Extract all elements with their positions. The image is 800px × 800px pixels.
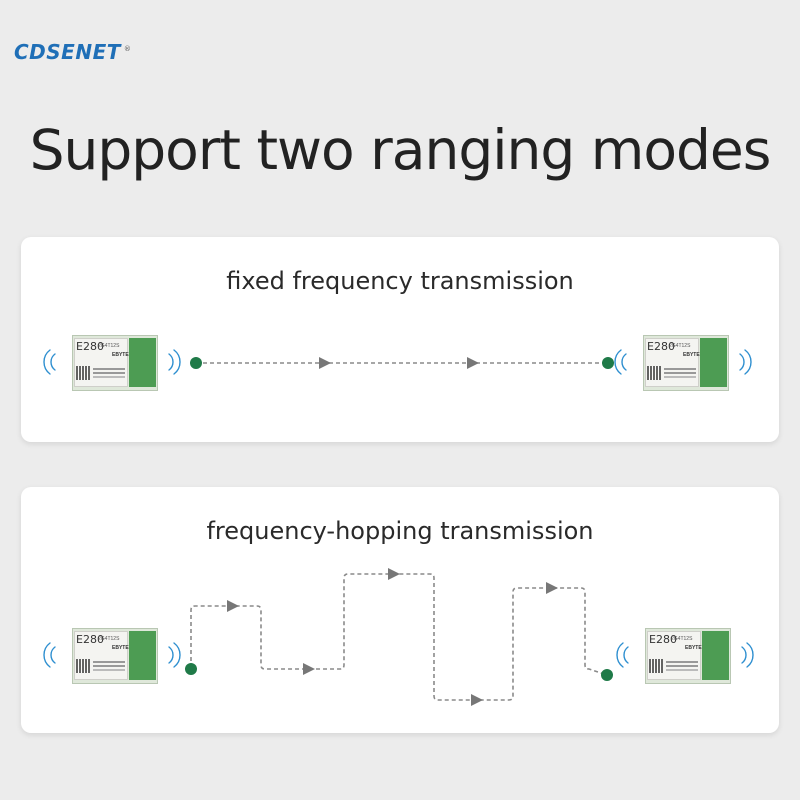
page-title: Support two ranging modes bbox=[29, 118, 772, 182]
registered-mark: ® bbox=[123, 45, 132, 54]
module-model-code: 2G4T12S bbox=[98, 636, 120, 642]
qr-code-icon bbox=[649, 659, 663, 673]
frequency-hopping-card: frequency-hopping transmission E280 2G4T… bbox=[21, 487, 779, 733]
signal-wave-icon bbox=[43, 349, 51, 375]
signal-wave-icon bbox=[168, 353, 174, 371]
module-model: E280 bbox=[76, 340, 104, 353]
arrow-icon bbox=[471, 694, 483, 706]
signal-wave-icon bbox=[623, 646, 629, 664]
module-fine-print bbox=[666, 661, 698, 663]
signal-wave-icon bbox=[43, 642, 51, 668]
module-maker: EBYTE bbox=[683, 352, 700, 358]
arrow-icon bbox=[467, 357, 479, 369]
module-antenna-pcb bbox=[702, 631, 729, 680]
start-node bbox=[185, 663, 197, 675]
end-node bbox=[602, 357, 614, 369]
signal-wave-icon bbox=[744, 349, 752, 375]
qr-code-icon bbox=[76, 366, 90, 380]
signal-wave-icon bbox=[739, 353, 745, 371]
module-model-code: 2G4T12S bbox=[98, 343, 120, 349]
module-maker: EBYTE bbox=[685, 645, 702, 651]
signal-wave-icon bbox=[50, 646, 56, 664]
module-model: E280 bbox=[647, 340, 675, 353]
module-maker: EBYTE bbox=[112, 645, 129, 651]
module-model-code: 2G4T12S bbox=[669, 343, 691, 349]
module-model: E280 bbox=[649, 633, 677, 646]
module-maker: EBYTE bbox=[112, 352, 129, 358]
module-right: E280 2G4T12S EBYTE bbox=[643, 335, 729, 391]
module-fine-print bbox=[93, 368, 125, 370]
signal-wave-icon bbox=[168, 646, 174, 664]
brand-logo: CDSENET® bbox=[14, 40, 131, 64]
frequency-hopping-diagram bbox=[43, 568, 754, 706]
qr-code-icon bbox=[647, 366, 661, 380]
signal-wave-icon bbox=[173, 349, 181, 375]
module-right: E280 2G4T12S EBYTE bbox=[645, 628, 731, 684]
fixed-frequency-card: fixed frequency transmission E280 2G4T12… bbox=[21, 237, 779, 442]
signal-wave-icon bbox=[614, 349, 622, 375]
signal-wave-icon bbox=[621, 353, 627, 371]
arrow-icon bbox=[388, 568, 400, 580]
fixed-frequency-title: fixed frequency transmission bbox=[226, 267, 574, 295]
fixed-frequency-diagram bbox=[43, 349, 752, 375]
module-antenna-pcb bbox=[129, 338, 156, 387]
signal-wave-icon bbox=[173, 642, 181, 668]
module-fine-print bbox=[93, 661, 125, 663]
signal-wave-icon bbox=[50, 353, 56, 371]
module-model: E280 bbox=[76, 633, 104, 646]
arrow-icon bbox=[227, 600, 239, 612]
arrow-icon bbox=[319, 357, 331, 369]
arrow-icon bbox=[303, 663, 315, 675]
signal-wave-icon bbox=[746, 642, 754, 668]
module-antenna-pcb bbox=[700, 338, 727, 387]
brand-name: CDSENET bbox=[14, 40, 121, 64]
module-left: E280 2G4T12S EBYTE bbox=[72, 335, 158, 391]
qr-code-icon bbox=[76, 659, 90, 673]
module-fine-print bbox=[664, 368, 696, 370]
signal-wave-icon bbox=[616, 642, 624, 668]
module-left: E280 2G4T12S EBYTE bbox=[72, 628, 158, 684]
hopping-path bbox=[190, 573, 608, 701]
signal-wave-icon bbox=[741, 646, 747, 664]
module-antenna-pcb bbox=[129, 631, 156, 680]
module-model-code: 2G4T12S bbox=[671, 636, 693, 642]
frequency-hopping-title: frequency-hopping transmission bbox=[206, 517, 594, 545]
arrow-icon bbox=[546, 582, 558, 594]
end-node bbox=[601, 669, 613, 681]
start-node bbox=[190, 357, 202, 369]
